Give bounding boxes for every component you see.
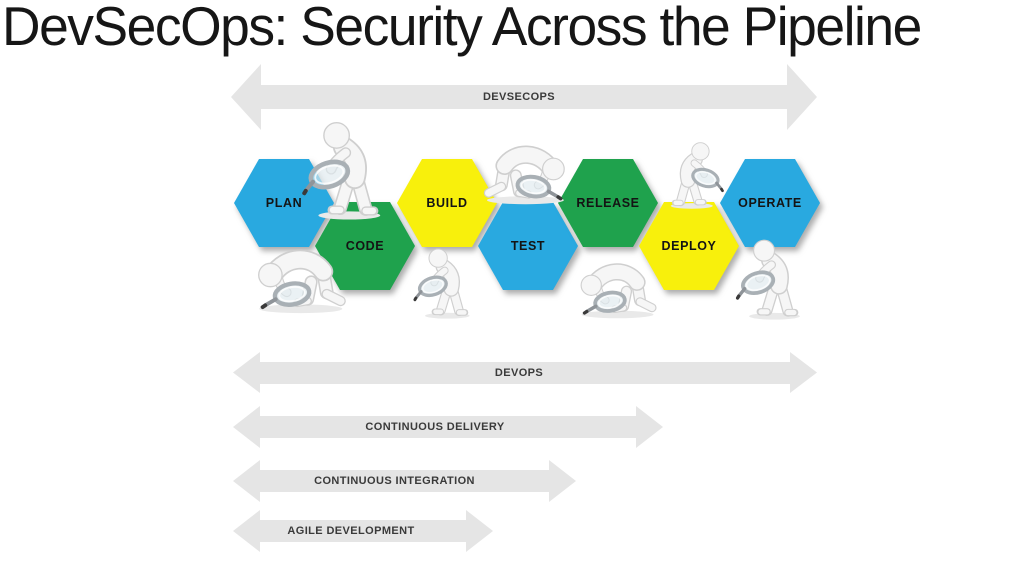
stage-hex-release: RELEASE: [558, 159, 658, 247]
stage-hex-operate: OPERATE: [720, 159, 820, 247]
stage-label-code: CODE: [345, 239, 385, 253]
stage-label-release: RELEASE: [576, 196, 640, 210]
security-inspector-figure-magnifier-icon: [733, 238, 813, 320]
stage-label-build: BUILD: [426, 196, 468, 210]
security-inspector-figure-magnifier-icon: [662, 131, 724, 209]
continuous-integration-span-arrow: CONTINUOUS INTEGRATION: [233, 460, 576, 502]
security-inspector-figure-magnifier-icon: [571, 241, 661, 319]
devsecops-arrow-label: DEVSECOPS: [482, 91, 556, 103]
stage-label-plan: PLAN: [265, 196, 303, 210]
stage-label-deploy: DEPLOY: [661, 239, 717, 253]
page-title: DevSecOps: Security Across the Pipeline: [2, 0, 922, 57]
continuous-delivery-arrow-label: CONTINUOUS DELIVERY: [365, 421, 505, 433]
security-inspector-figure-magnifier-icon: [479, 131, 575, 205]
stage-label-operate: OPERATE: [738, 196, 802, 210]
stage-hex-test: TEST: [478, 202, 578, 290]
continuous-delivery-span-arrow: CONTINUOUS DELIVERY: [233, 406, 663, 448]
devops-arrow-label: DEVOPS: [494, 366, 544, 379]
agile-development-arrow-label: AGILE DEVELOPMENT: [287, 525, 415, 537]
continuous-integration-arrow-label: CONTINUOUS INTEGRATION: [314, 475, 475, 487]
devops-span-arrow: DEVOPS: [233, 352, 817, 393]
security-inspector-figure-magnifier-icon: [247, 222, 351, 314]
stage-hex-deploy: DEPLOY: [639, 202, 739, 290]
stage-label-test: TEST: [510, 239, 546, 253]
security-inspector-figure-magnifier-icon: [402, 247, 490, 319]
stage-hex-build: BUILD: [397, 159, 497, 247]
agile-development-span-arrow: AGILE DEVELOPMENT: [233, 510, 493, 552]
security-inspector-figure-magnifier-icon: [300, 120, 395, 220]
